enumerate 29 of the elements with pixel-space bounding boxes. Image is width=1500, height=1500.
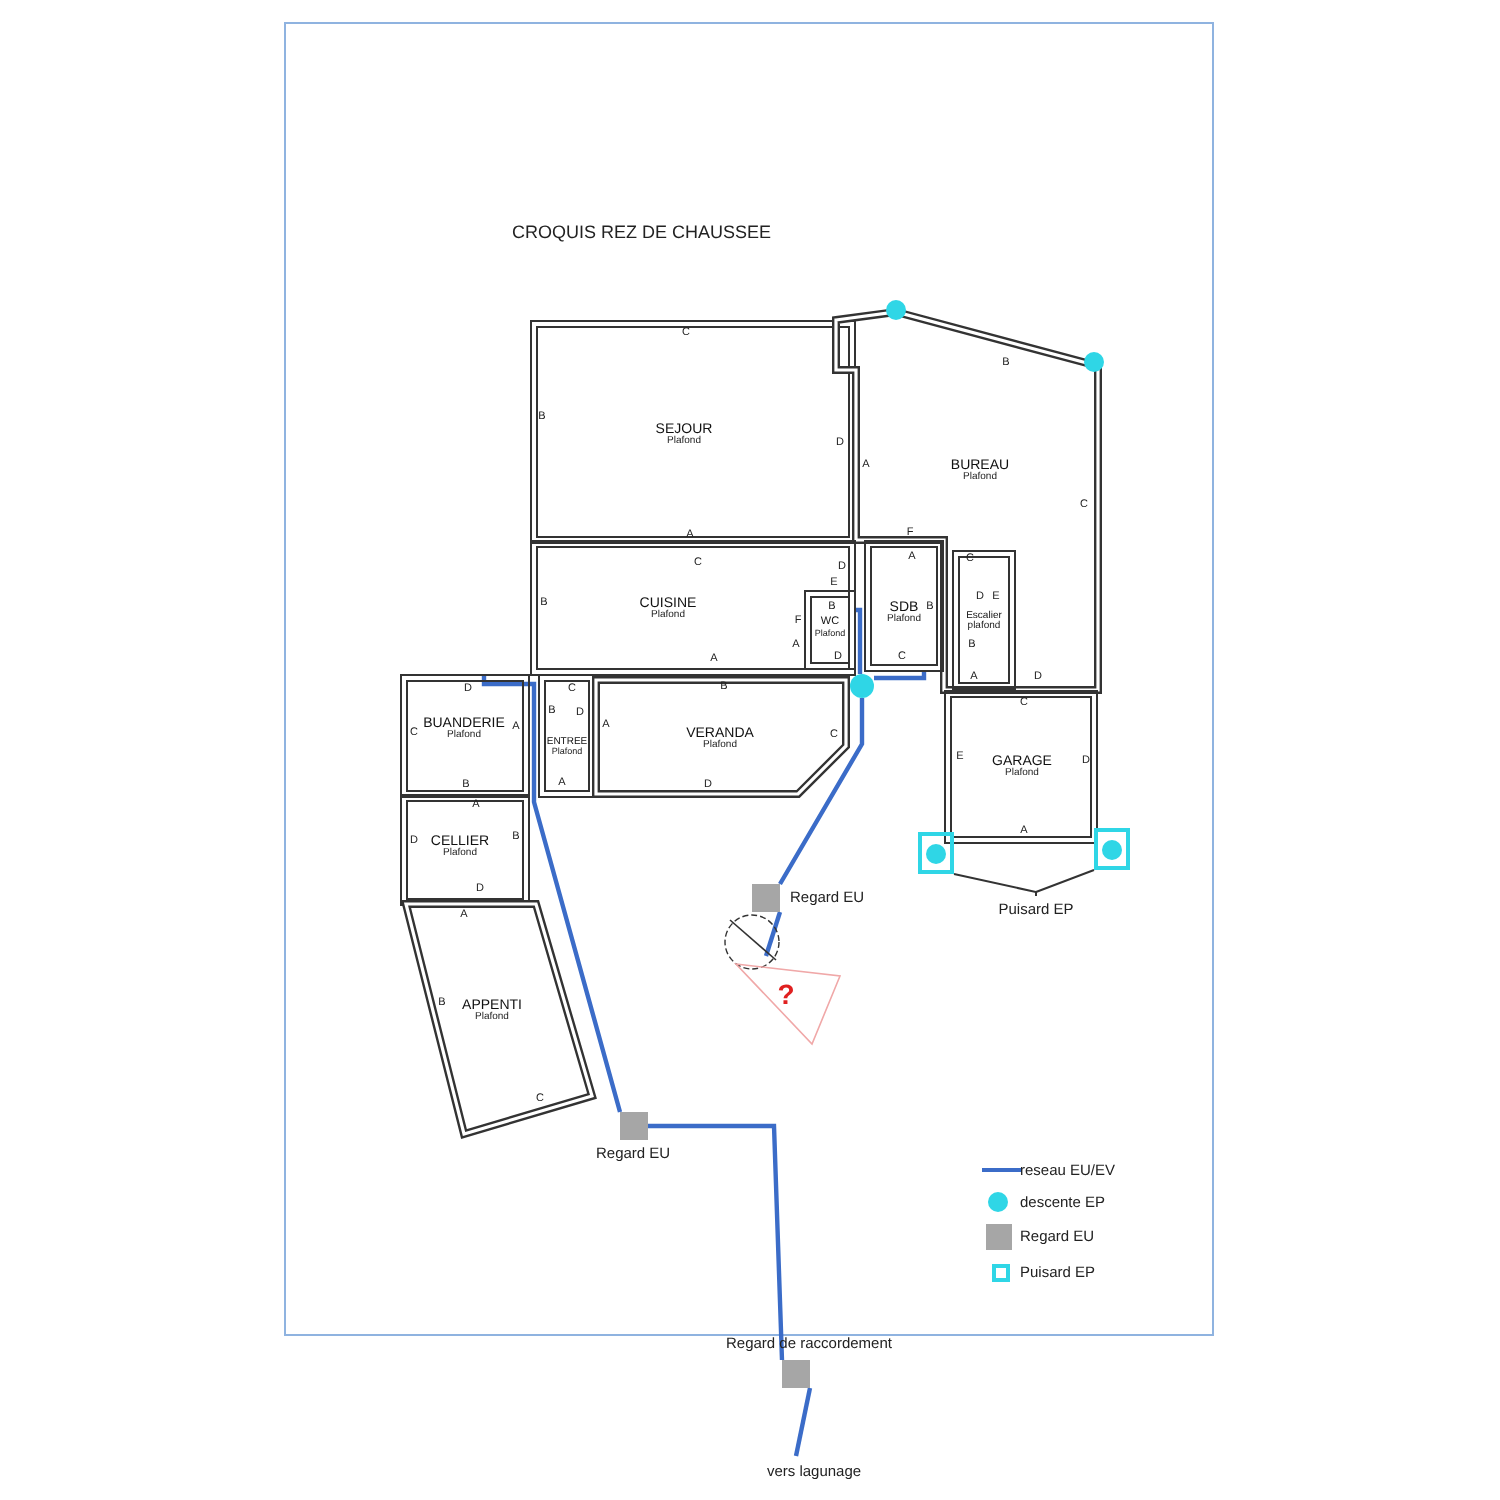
room-outline [400,794,530,906]
downpipe-dot [850,674,874,698]
manhole-square [782,1360,810,1388]
drain-pipe [648,1123,785,1361]
room-outline [538,674,596,798]
drain-pipe [778,698,865,886]
drain-pipe [856,607,863,674]
room-outline [864,540,944,672]
connector-line [1035,869,1095,897]
soakaway-symbol [1094,828,1130,870]
drain-pipe [874,672,927,681]
downpipe-dot [886,300,906,320]
room-outline [944,690,1098,844]
connector-line [953,873,1037,897]
drain-pipe [793,1387,813,1457]
downpipe-dot [1084,352,1104,372]
manhole-square [620,1112,648,1140]
drain-pipe [481,674,623,1113]
room-outline [530,540,856,676]
manhole-square [752,884,780,912]
soakaway-symbol [918,832,954,874]
drain-pipe [763,911,783,957]
room-outline [596,680,850,798]
plan-title: CROQUIS REZ DE CHAUSSEE [512,222,772,242]
room-outline [804,590,856,670]
room-outline [400,900,600,1140]
room-outline [400,674,530,798]
room-outline [952,550,1016,690]
room-outline [530,320,856,544]
